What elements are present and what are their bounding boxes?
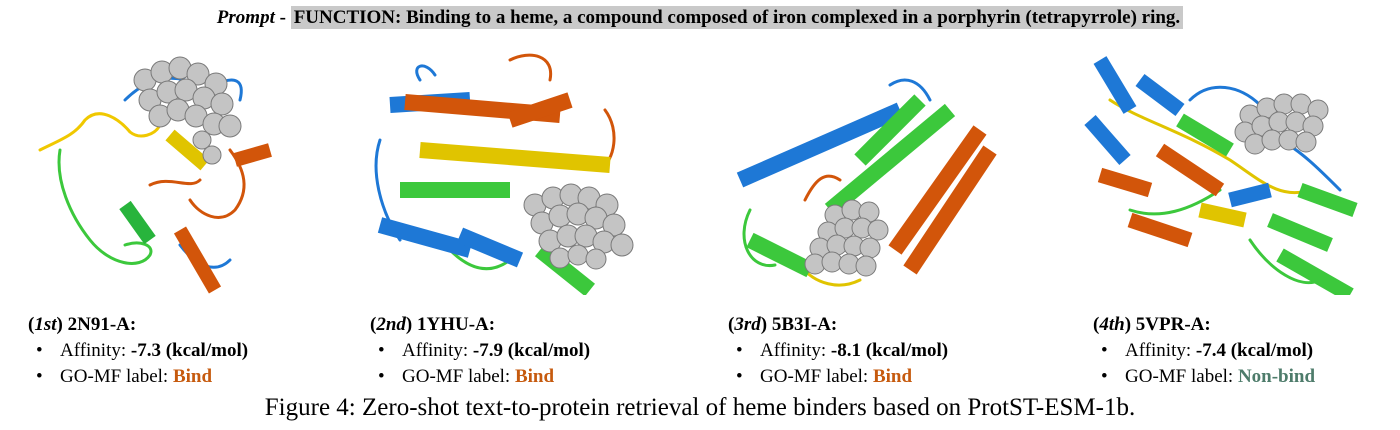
result-rank: 4th [1099, 314, 1125, 335]
protein-image-4 [1070, 40, 1390, 295]
protein-structure-2n91 [38, 56, 272, 294]
result-id: 2N91-A: [67, 314, 137, 335]
go-value: Bind [872, 366, 913, 387]
affinity-item: Affinity: -7.3 (kcal/mol) [28, 338, 248, 364]
go-label-item: GO-MF label: Bind [370, 364, 590, 390]
result-rank: 1st [34, 314, 57, 335]
go-label-item: GO-MF label: Bind [728, 364, 948, 390]
result-1: (1st) 2N91-A: Affinity: -7.3 (kcal/mol) … [28, 312, 248, 390]
result-id: 5VPR-A: [1135, 314, 1211, 335]
affinity-label: Affinity: [1125, 340, 1192, 361]
protein-structure-5vpr [1084, 56, 1358, 295]
affinity-value: -8.1 (kcal/mol) [830, 340, 949, 361]
go-label: GO-MF label: [1125, 366, 1234, 387]
go-label: GO-MF label: [60, 366, 169, 387]
affinity-item: Affinity: -7.4 (kcal/mol) [1093, 338, 1315, 364]
result-rank: 3rd [734, 314, 761, 335]
affinity-item: Affinity: -8.1 (kcal/mol) [728, 338, 948, 364]
prompt-text: FUNCTION: Binding to a heme, a compound … [290, 6, 1184, 29]
result-id: 1YHU-A: [416, 314, 496, 335]
result-4: (4th) 5VPR-A: Affinity: -7.4 (kcal/mol) … [1093, 312, 1315, 390]
affinity-label: Affinity: [402, 340, 469, 361]
result-rank: 2nd [376, 314, 406, 335]
go-value: Bind [514, 366, 555, 387]
protein-image-3 [720, 40, 1040, 295]
affinity-label: Affinity: [760, 340, 827, 361]
affinity-value: -7.3 (kcal/mol) [130, 340, 249, 361]
go-label-item: GO-MF label: Non-bind [1093, 364, 1315, 390]
figure-caption: Figure 4: Zero-shot text-to-protein retr… [264, 394, 1136, 421]
result-header: (4th) 5VPR-A: [1093, 314, 1211, 335]
result-header: (2nd) 1YHU-A: [370, 314, 496, 335]
prompt-label: Prompt [216, 7, 275, 28]
result-3: (3rd) 5B3I-A: Affinity: -8.1 (kcal/mol) … [728, 312, 948, 390]
affinity-value: -7.9 (kcal/mol) [472, 340, 591, 361]
affinity-value: -7.4 (kcal/mol) [1195, 340, 1314, 361]
go-label: GO-MF label: [760, 366, 869, 387]
result-header: (3rd) 5B3I-A: [728, 314, 838, 335]
protein-structure-1yhu [374, 53, 634, 295]
affinity-item: Affinity: -7.9 (kcal/mol) [370, 338, 590, 364]
go-label: GO-MF label: [402, 366, 511, 387]
prompt-line: Prompt - FUNCTION: Binding to a heme, a … [0, 6, 1400, 30]
affinity-label: Affinity: [60, 340, 127, 361]
protein-structure-5b3i [736, 78, 997, 287]
go-label-item: GO-MF label: Bind [28, 364, 248, 390]
result-2: (2nd) 1YHU-A: Affinity: -7.9 (kcal/mol) … [370, 312, 590, 390]
go-value: Bind [172, 366, 213, 387]
prompt-separator: - [274, 7, 291, 28]
result-id: 5B3I-A: [771, 314, 838, 335]
result-header: (1st) 2N91-A: [28, 314, 137, 335]
protein-image-2 [360, 40, 680, 295]
go-value: Non-bind [1237, 366, 1316, 387]
protein-image-1 [30, 40, 350, 295]
